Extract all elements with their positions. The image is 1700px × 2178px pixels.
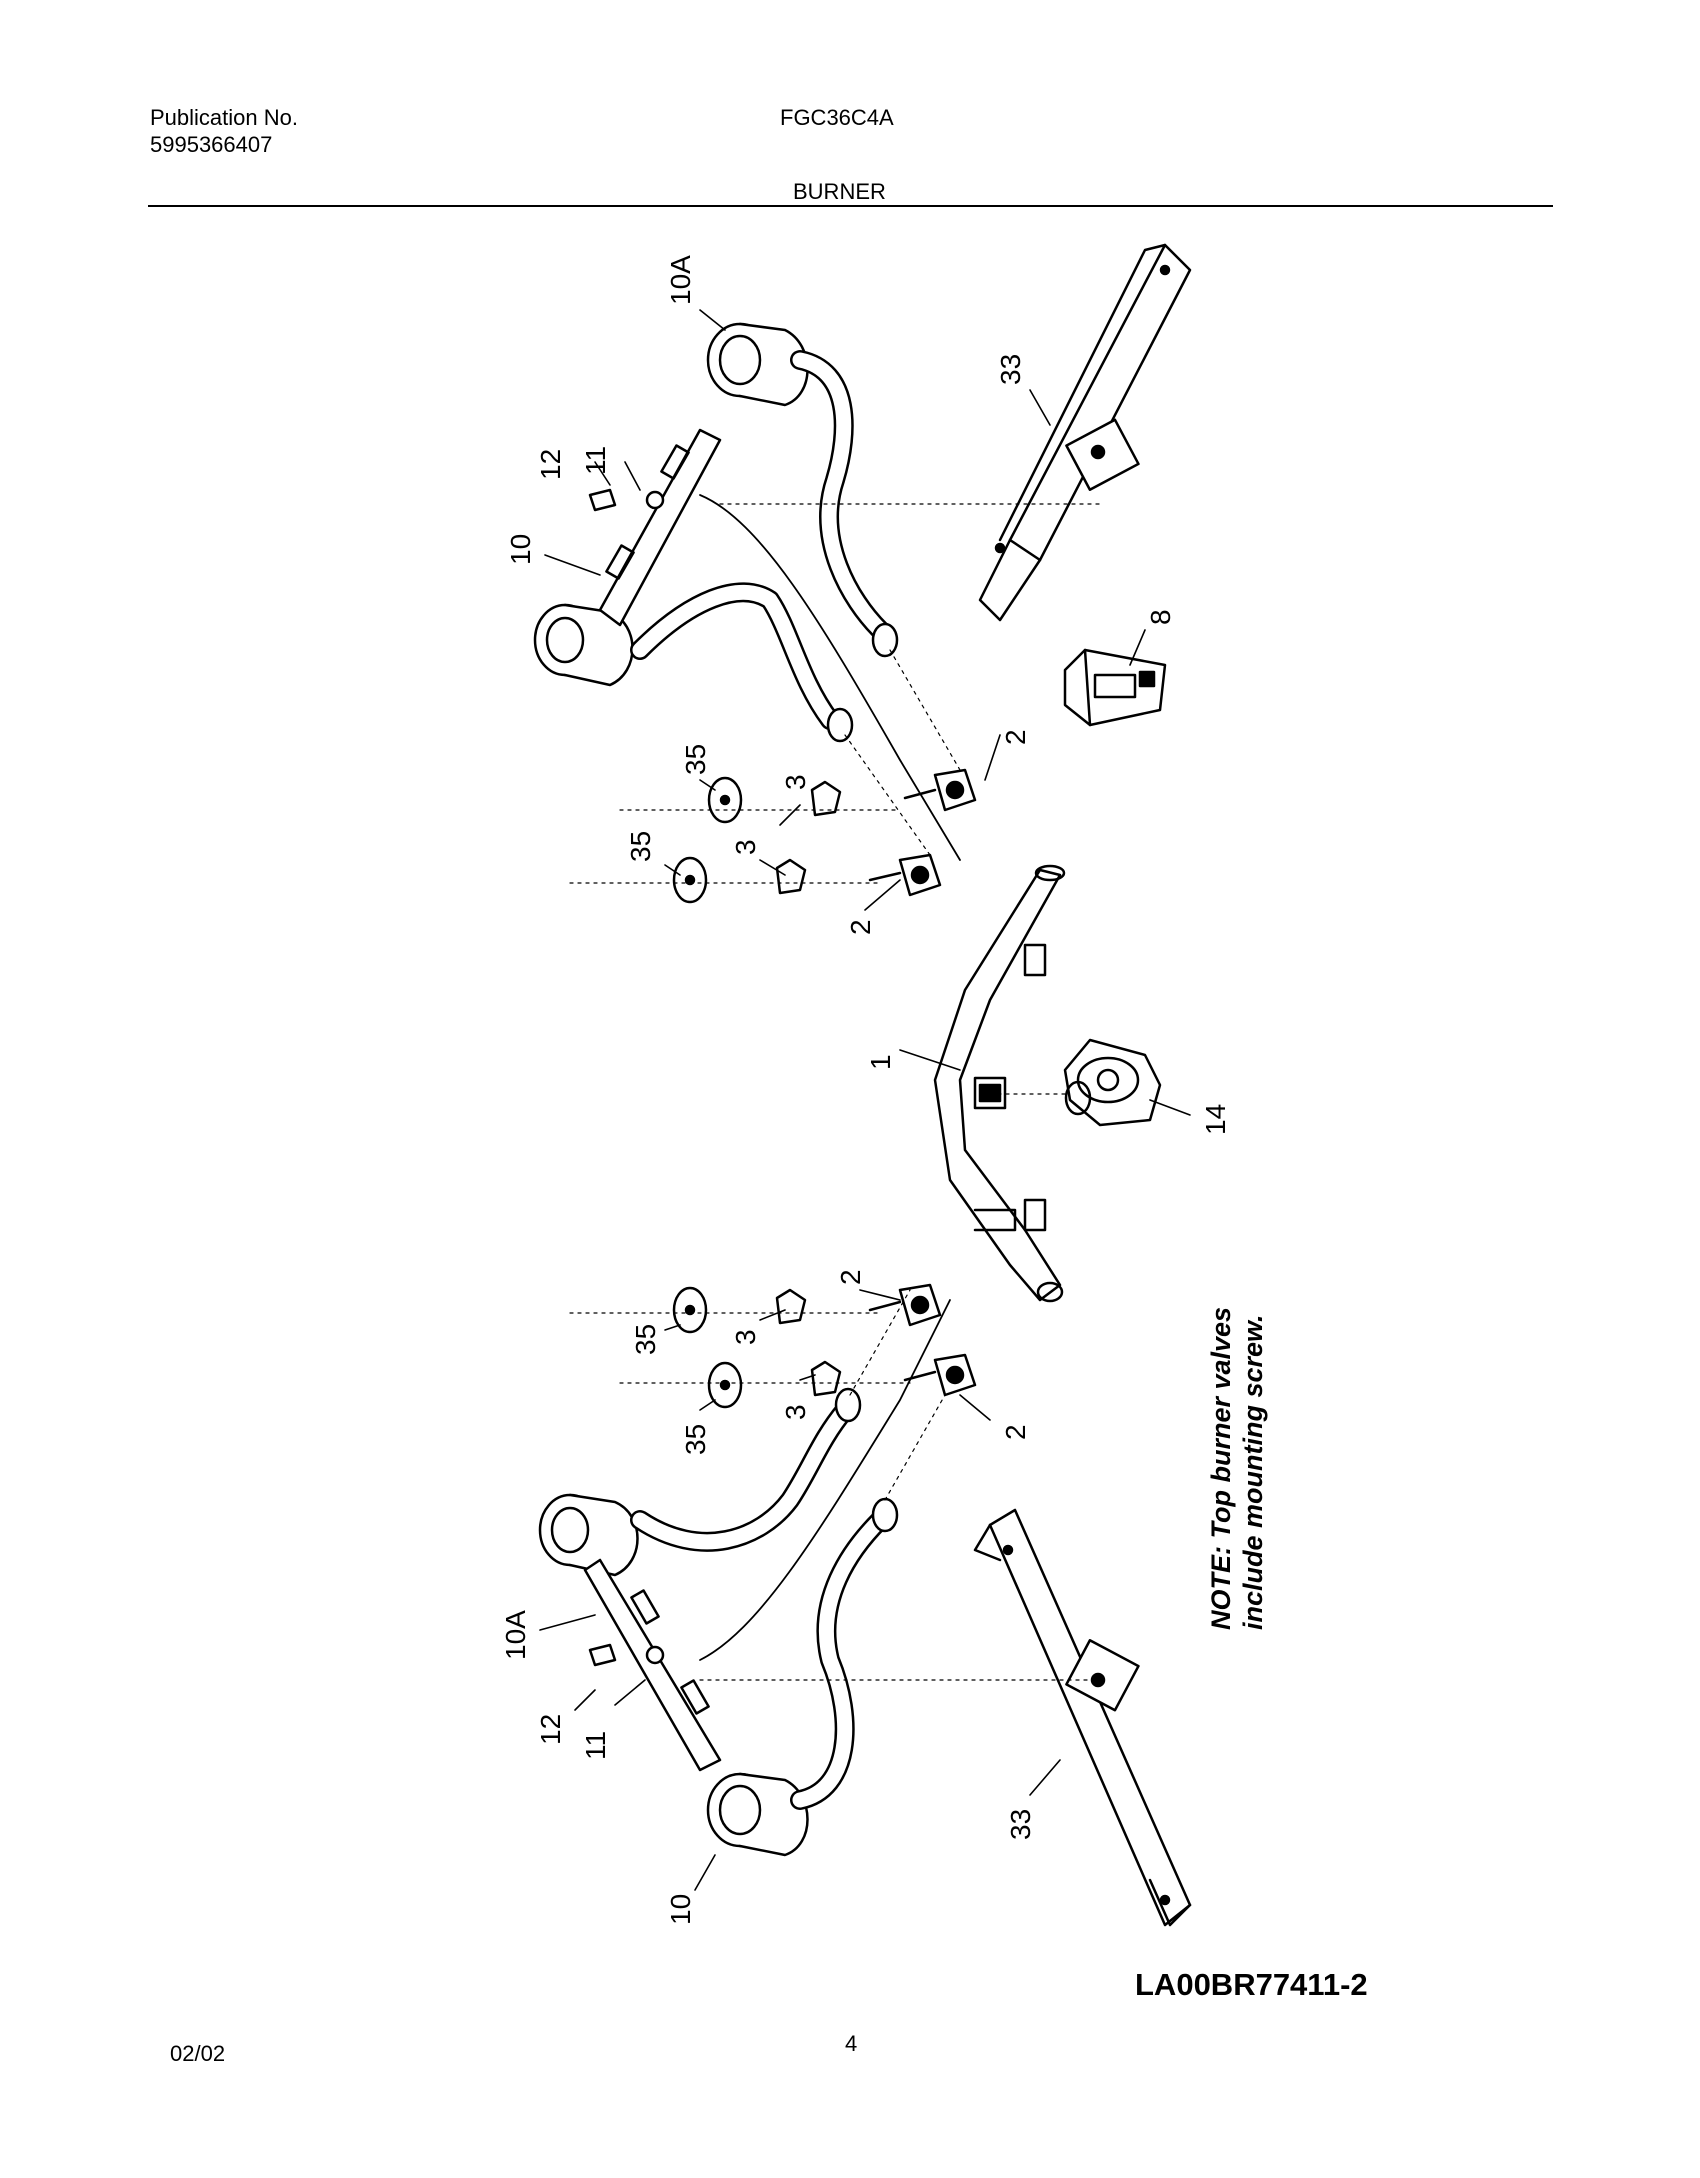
alignment-lines [569,503,1101,1681]
drawing-number: LA00BR77411-2 [1135,1967,1368,2002]
header-rule [148,205,1553,207]
callout-35-lower-right: 35 [680,1424,711,1455]
burner-exploded-diagram: 10A 12 11 10 33 8 2 35 3 35 3 2 1 14 2 3… [500,243,1268,1927]
publication-date: 02/02 [170,2041,226,2066]
model-number: FGC36C4A [780,105,894,130]
callout-14: 14 [1200,1104,1231,1135]
callout-11-lower: 11 [580,1731,611,1760]
publication-label: Publication No. [150,105,298,130]
callout-35-upper-right: 35 [680,744,711,775]
callout-8: 8 [1145,609,1176,625]
callout-10a-lower: 10A [500,1610,531,1660]
callout-2-upper-right: 2 [1000,729,1031,745]
callout-11-upper: 11 [580,446,611,475]
callout-35-upper-left: 35 [625,831,656,862]
callout-1: 1 [865,1054,896,1070]
callout-35-lower-left: 35 [630,1324,661,1355]
callout-10-lower: 10 [665,1894,696,1925]
page-number: 4 [845,2031,858,2056]
callout-10a-upper: 10A [665,255,696,305]
upper-mounting-bracket [978,243,1192,622]
callout-3-upper-left: 3 [730,839,761,855]
lower-burner-assembly [538,1299,951,1857]
callout-10-upper: 10 [505,534,536,565]
manifold-pipe [933,864,1066,1303]
valves-and-seals [672,768,977,1409]
callout-12-upper: 12 [535,449,566,480]
note: NOTE: Top burner valves include mounting… [1206,1307,1268,1630]
callout-2-lower-left: 2 [835,1269,866,1285]
publication-number: 5995366407 [150,132,273,157]
pressure-regulator [1063,1038,1162,1127]
note-line-2: include mounting screw. [1238,1314,1268,1630]
callout-33-lower: 33 [1005,1809,1036,1840]
section-title: BURNER [793,179,886,204]
leader-lines [539,309,1191,1891]
lower-mounting-bracket [973,1508,1192,1927]
callout-3-lower-left: 3 [730,1329,761,1345]
note-line-1: NOTE: Top burner valves [1206,1307,1236,1630]
spark-module [1063,648,1167,727]
callout-3-lower-right: 3 [780,1404,811,1420]
callout-3-upper-right: 3 [780,774,811,790]
callouts: 10A 12 11 10 33 8 2 35 3 35 3 2 1 14 2 3… [500,255,1231,1925]
callout-33-upper: 33 [995,354,1026,385]
callout-2-upper-left: 2 [845,919,876,935]
callout-2-lower-right: 2 [1000,1424,1031,1440]
callout-12-lower: 12 [535,1714,566,1745]
upper-burner-assembly [533,322,961,861]
